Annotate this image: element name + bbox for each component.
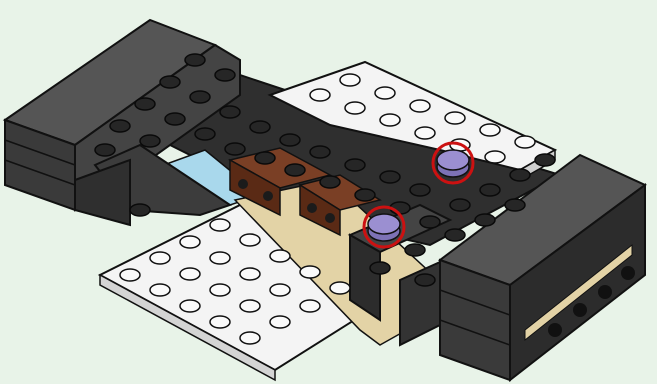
lego-build-illustration	[0, 0, 657, 384]
